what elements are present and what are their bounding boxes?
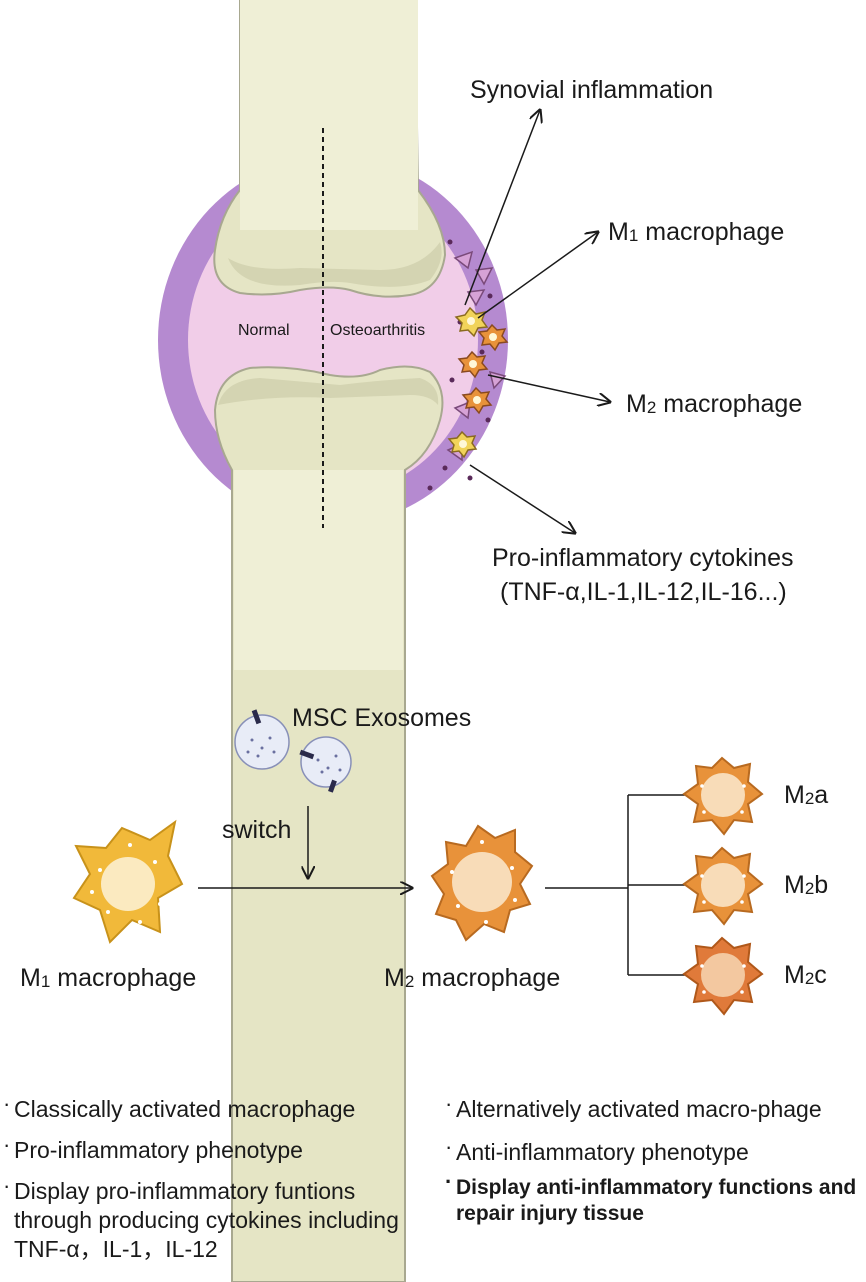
m2-properties-list: Alternatively activated macro-phage Anti… bbox=[445, 1089, 856, 1227]
cytokine-dots bbox=[427, 239, 493, 491]
bottom-m1-label: M1 macrophage bbox=[20, 964, 197, 992]
m1-property-item: Display pro-inflammatory funtions throug… bbox=[3, 1171, 414, 1264]
m2-property-item: Display anti-inflammatory functions and … bbox=[445, 1169, 861, 1227]
exosome-2 bbox=[299, 736, 352, 793]
m2c-label: M2c bbox=[784, 961, 827, 989]
arrow-m1 bbox=[477, 232, 598, 319]
lower-bone-cap bbox=[218, 378, 439, 405]
switch-label: switch bbox=[222, 816, 292, 844]
top-m2-label: M2 macrophage bbox=[626, 390, 803, 418]
cytokines-label-line1: Pro-inflammatory cytokines bbox=[492, 544, 794, 572]
top-m1-label: M1 macrophage bbox=[608, 218, 785, 246]
normal-label: Normal bbox=[238, 322, 290, 339]
arrow-cytokines bbox=[469, 464, 575, 533]
m2a-label: M2a bbox=[784, 781, 829, 809]
m2-property-item: Alternatively activated macro-phage bbox=[445, 1089, 836, 1124]
bottom-m2-label: M2 macrophage bbox=[384, 964, 561, 992]
m1-property-item: Pro-inflammatory phenotype bbox=[3, 1130, 424, 1165]
m2c-cell bbox=[682, 936, 764, 1016]
m2a-cell bbox=[682, 756, 764, 836]
arrow-m2 bbox=[487, 374, 610, 402]
m2-macrophage-cell bbox=[430, 824, 534, 942]
m1-macrophage-cell bbox=[72, 819, 184, 944]
m1-property-item: Classically activated macrophage bbox=[3, 1089, 424, 1124]
msc-exosomes-label: MSC Exosomes bbox=[292, 704, 472, 732]
exosome-1 bbox=[234, 709, 290, 770]
m2-property-item: Anti-inflammatory phenotype bbox=[445, 1132, 856, 1167]
m2b-label: M2b bbox=[784, 871, 829, 899]
upper-bone-cap bbox=[228, 242, 442, 287]
m1-properties-list: Classically activated macrophage Pro-inf… bbox=[3, 1089, 424, 1264]
osteoarthritis-label: Osteoarthritis bbox=[330, 322, 426, 339]
cytokines-label-line2: (TNF-α,IL-1,IL-12,IL-16...) bbox=[500, 578, 787, 606]
m2b-cell bbox=[682, 846, 764, 926]
synovial-inflammation-label: Synovial inflammation bbox=[470, 76, 714, 104]
arrow-synovial bbox=[464, 110, 540, 306]
